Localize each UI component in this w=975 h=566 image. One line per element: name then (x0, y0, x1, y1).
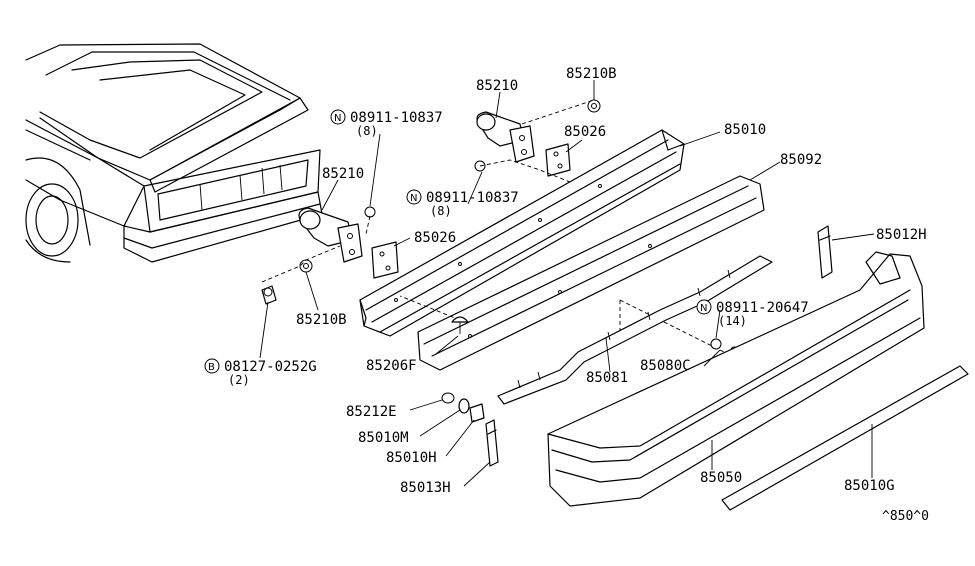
fascia-retainer-strip (497, 255, 773, 405)
label-qty-2: (2) (228, 373, 250, 387)
car-rear-illustration (25, 43, 323, 263)
label-85210-top: 85210 (476, 78, 518, 94)
label-85210b-left: 85210B (296, 312, 347, 328)
label-85010m: 85010M (358, 430, 409, 446)
bumper-moulding (721, 365, 969, 511)
label-qty-14: (14) (718, 314, 747, 328)
n-marker-1-letter: N (334, 113, 341, 124)
label-08911-10837-b: 08911-10837 (426, 190, 519, 206)
label-85026-top: 85026 (564, 124, 606, 140)
label-85013h: 85013H (400, 480, 451, 496)
label-85210b-top: 85210B (566, 66, 617, 82)
label-08911-20647: 08911-20647 (716, 300, 809, 316)
label-85026-left: 85026 (414, 230, 456, 246)
label-85012h: 85012H (876, 227, 927, 243)
bumper-fascia (547, 251, 925, 507)
left-bumper-stay (261, 206, 399, 305)
n-marker-2-letter: N (410, 193, 417, 204)
part-labels: 85210 85210B 85026 85010 85092 N 08911-1… (204, 66, 929, 524)
diagram-code: ^850^0 (882, 509, 929, 524)
leader-lines (259, 80, 875, 487)
label-85210-left: 85210 (322, 166, 364, 182)
label-08911-10837-a: 08911-10837 (350, 110, 443, 126)
energy-absorber (399, 175, 765, 371)
label-85212e: 85212E (346, 404, 397, 420)
label-85206f: 85206F (366, 358, 417, 374)
b-marker-letter: B (208, 362, 215, 373)
label-85050: 85050 (700, 470, 742, 486)
label-qty-8-a: (8) (356, 124, 378, 138)
label-85080c: 85080C (640, 358, 691, 374)
label-85010g: 85010G (844, 478, 895, 494)
n-marker-1 (330, 109, 346, 125)
b-marker (204, 358, 220, 374)
label-85010h: 85010H (386, 450, 437, 466)
n-marker-3 (696, 299, 712, 315)
label-qty-8-b: (8) (430, 204, 452, 218)
n-marker-2 (406, 189, 422, 205)
n-marker-3-letter: N (700, 303, 707, 314)
label-85081: 85081 (586, 370, 628, 386)
label-85092: 85092 (780, 152, 822, 168)
label-85010: 85010 (724, 122, 766, 138)
label-08127-0252g: 08127-0252G (224, 359, 317, 375)
right-bumper-stay (474, 99, 601, 187)
bumper-reinforcement (359, 129, 685, 337)
side-markers (441, 225, 833, 467)
